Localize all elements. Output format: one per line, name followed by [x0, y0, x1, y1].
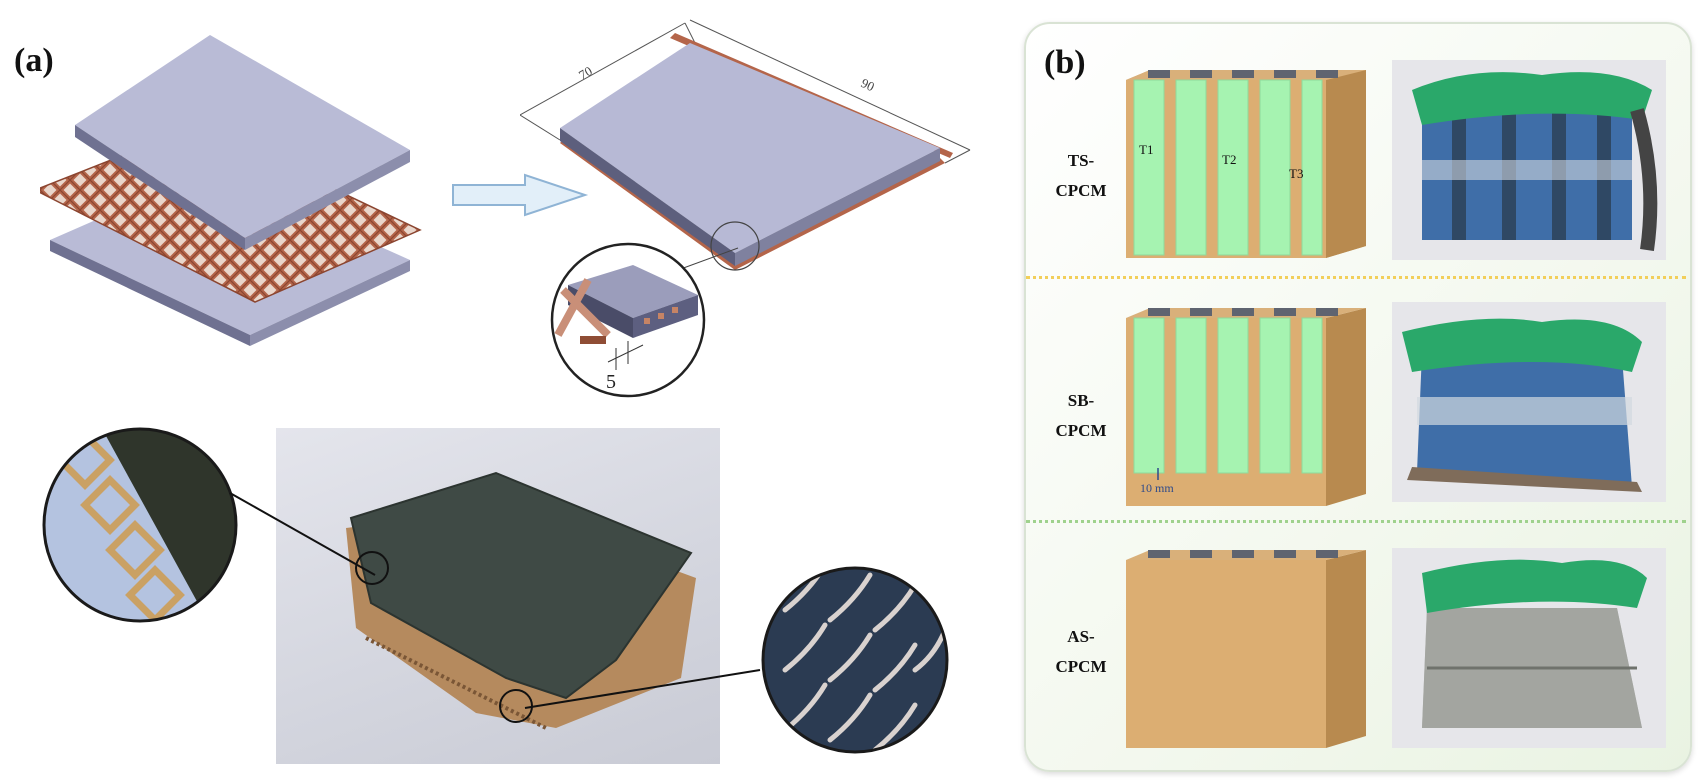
assembled-plate: 70 90 [520, 19, 971, 271]
mesh-edge-zoom [42, 427, 376, 623]
bonded-surface-zoom [524, 566, 949, 754]
plate-body [560, 43, 940, 266]
as-cpcm-model [1126, 550, 1366, 748]
ts-cpcm-label: TS-CPCM [1055, 151, 1107, 200]
marker-t2: T2 [1222, 152, 1236, 167]
detail-marker [710, 221, 760, 271]
dimension-width: 70 [576, 63, 595, 82]
sb-cpcm-label: SB-CPCM [1055, 391, 1107, 440]
panel-b-label: (b) [1044, 44, 1086, 81]
sb-cpcm-model: 10 mm [1126, 308, 1366, 506]
as-cpcm-photo [1392, 548, 1666, 748]
marker-t1: T1 [1139, 142, 1153, 157]
dimension-length: 90 [859, 75, 877, 94]
as-cpcm-label: AS-CPCM [1055, 627, 1107, 676]
ts-cpcm-photo [1392, 60, 1666, 260]
dimension-detail: 5 [606, 371, 616, 393]
panel-a-label: (a) [14, 42, 54, 79]
sb-cpcm-photo [1392, 302, 1666, 502]
marker-t3: T3 [1289, 166, 1303, 181]
fabricated-plate-photo [276, 428, 720, 764]
top-plate [75, 35, 410, 250]
exploded-assembly [40, 35, 422, 346]
edge-detail-zoom: 5 [550, 242, 739, 398]
dimension-lines [520, 19, 971, 164]
assembly-arrow [452, 173, 589, 217]
separator-1 [1026, 276, 1686, 279]
ts-cpcm-model: T1 T2 T3 [1126, 70, 1366, 258]
separator-2 [1026, 520, 1686, 523]
bottom-thickness-label: 10 mm [1140, 481, 1174, 495]
